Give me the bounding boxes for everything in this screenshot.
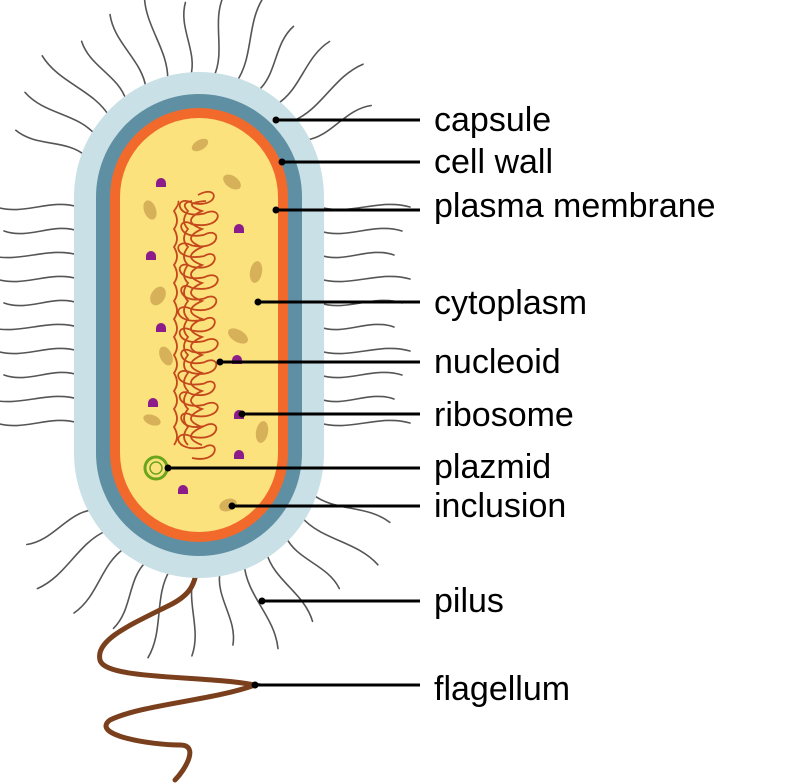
- pilus-fiber: [305, 104, 372, 141]
- ribosome-dot: [178, 485, 188, 494]
- plazmid-ring-inner: [149, 461, 163, 475]
- pilus-fiber: [300, 516, 379, 566]
- leader-dots: [164, 116, 286, 689]
- pilus-fiber: [256, 25, 295, 92]
- inclusions: [143, 138, 269, 512]
- pilus-fiber: [319, 371, 403, 379]
- pilus-fiber: [3, 371, 79, 379]
- label-capsule: capsule: [434, 101, 551, 139]
- leader-dot: [258, 597, 266, 605]
- pilus-fiber: [3, 227, 79, 235]
- inclusion-body: [249, 261, 263, 283]
- inclusion-body: [159, 346, 173, 366]
- inclusion-body: [143, 414, 161, 426]
- pilus-fiber: [319, 395, 395, 403]
- pilus-fiber: [235, 0, 263, 83]
- pilus-fiber: [73, 547, 126, 614]
- pilus-fiber: [80, 40, 127, 102]
- pilus-fiber: [0, 203, 79, 211]
- nucleoid-dna: [172, 190, 219, 460]
- label-nucleoid: nucleoid: [434, 343, 561, 381]
- pilus-fiber: [0, 347, 79, 355]
- pilus-fiber: [319, 227, 403, 235]
- pilus-fiber: [26, 509, 93, 546]
- pilus-fiber: [292, 63, 364, 122]
- pili: [0, 0, 411, 659]
- leader-dot: [278, 158, 286, 166]
- pilus-fiber: [183, 1, 193, 78]
- pilus-fiber: [147, 569, 171, 659]
- leader-lines: [168, 118, 420, 687]
- label-plasma-membrane: plasma membrane: [434, 187, 716, 225]
- pilus-fiber: [3, 299, 79, 307]
- labels: capsule cell wall plasma membrane cytopl…: [434, 101, 716, 708]
- pilus-fiber: [311, 493, 391, 524]
- label-inclusion: inclusion: [434, 487, 566, 525]
- pilus-fiber: [143, 0, 169, 81]
- pilus-fiber: [109, 13, 147, 89]
- pilus-fiber: [218, 571, 235, 646]
- ribosome-dot: [148, 398, 158, 407]
- label-cytoplasm: cytoplasm: [434, 284, 587, 322]
- pilus-fiber: [243, 564, 279, 650]
- ribosome-dot: [156, 323, 166, 332]
- ribosome-dot: [234, 450, 244, 459]
- inclusion-body: [143, 200, 157, 220]
- pilus-fiber: [15, 129, 87, 157]
- pilus-fiber: [276, 40, 331, 106]
- pilus-fiber: [319, 323, 395, 331]
- leader-dot: [228, 502, 236, 510]
- pilus-fiber: [319, 251, 395, 259]
- pilus-fiber: [319, 275, 411, 283]
- label-flagellum: flagellum: [434, 670, 570, 708]
- pilus-fiber: [212, 0, 223, 78]
- ribosome-dot: [146, 251, 156, 260]
- leader-dot: [254, 298, 262, 306]
- nucleoid-loops: [177, 190, 219, 460]
- pilus-fiber: [0, 275, 79, 283]
- label-pilus: pilus: [434, 582, 504, 620]
- inclusion-body: [223, 174, 241, 190]
- pilus-fiber: [319, 347, 411, 355]
- pilus-fiber: [265, 552, 314, 623]
- pilus-fiber: [0, 419, 79, 427]
- cytoplasm-region: [120, 118, 278, 532]
- pilus-fiber: [41, 55, 110, 117]
- inclusion-body: [255, 421, 269, 443]
- nucleoid-strand: [172, 200, 180, 446]
- nucleoid-strand: [190, 200, 207, 446]
- leader-dot: [238, 410, 246, 418]
- nucleoid-strand: [183, 200, 193, 446]
- label-plazmid: plazmid: [434, 448, 551, 486]
- leader-dot: [251, 681, 259, 689]
- pilus-fiber: [319, 419, 411, 427]
- pilus-fiber: [0, 395, 79, 403]
- ribosome-dot: [234, 224, 244, 233]
- leader-dot: [216, 358, 224, 366]
- leader-dot: [164, 464, 172, 472]
- leader-dot: [272, 116, 280, 124]
- label-cell-wall: cell wall: [434, 143, 553, 181]
- ribosome-dot: [156, 178, 166, 187]
- pilus-fiber: [24, 91, 97, 136]
- pilus-fiber: [36, 530, 108, 590]
- pilus-fiber: [285, 536, 341, 590]
- pilus-fiber: [0, 323, 79, 331]
- label-ribosome: ribosome: [434, 396, 574, 434]
- pilus-fiber: [0, 251, 79, 259]
- leader-dot: [272, 206, 280, 214]
- pilus-fiber: [112, 561, 147, 630]
- inclusion-body: [228, 328, 248, 344]
- inclusion-body: [191, 138, 209, 152]
- inclusion-body: [150, 286, 166, 306]
